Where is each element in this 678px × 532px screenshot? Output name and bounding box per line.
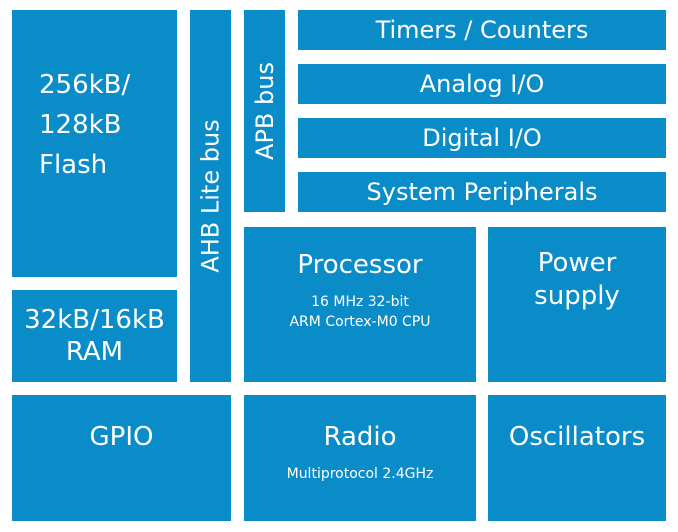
system-peripherals-block: System Peripherals (298, 172, 666, 212)
analog-io-block: Analog I/O (298, 64, 666, 104)
radio-sub: Multiprotocol 2.4GHz (286, 465, 434, 482)
digital-io-block: Digital I/O (298, 118, 666, 158)
ram-block: 32kB/16kB RAM (12, 290, 177, 382)
apb-bus-label: APB bus (250, 62, 279, 160)
flash-line-3: Flash (39, 150, 108, 180)
digital-io-label: Digital I/O (422, 124, 542, 152)
power-supply-block: Power supply (488, 227, 666, 382)
ahb-lite-bus-block: AHB Lite bus (190, 10, 231, 382)
timers-counters-block: Timers / Counters (298, 10, 666, 50)
power-supply-line-1: Power (537, 248, 617, 278)
ram-line-1: 32kB/16kB (24, 304, 165, 335)
processor-sub-1: 16 MHz 32-bit (311, 293, 409, 310)
system-peripherals-label: System Peripherals (366, 178, 598, 206)
flash-block: 256kB/ 128kB Flash (12, 10, 177, 277)
analog-io-label: Analog I/O (419, 70, 545, 98)
processor-sub-2: ARM Cortex-M0 CPU (289, 313, 431, 330)
radio-block: Radio Multiprotocol 2.4GHz (244, 395, 476, 521)
apb-bus-block: APB bus (244, 10, 285, 212)
gpio-label: GPIO (89, 422, 154, 452)
ram-line-2: RAM (65, 337, 124, 367)
flash-line-1: 256kB/ (39, 70, 131, 100)
gpio-block: GPIO (12, 395, 231, 521)
oscillators-label: Oscillators (508, 422, 646, 452)
power-supply-line-2: supply (534, 280, 620, 311)
processor-title: Processor (297, 250, 423, 280)
radio-title: Radio (323, 422, 397, 452)
flash-line-2: 128kB (39, 110, 122, 140)
oscillators-block: Oscillators (488, 395, 666, 521)
timers-counters-label: Timers / Counters (375, 16, 589, 44)
ahb-lite-bus-label: AHB Lite bus (196, 119, 225, 273)
processor-block: Processor 16 MHz 32-bit ARM Cortex-M0 CP… (244, 227, 476, 382)
